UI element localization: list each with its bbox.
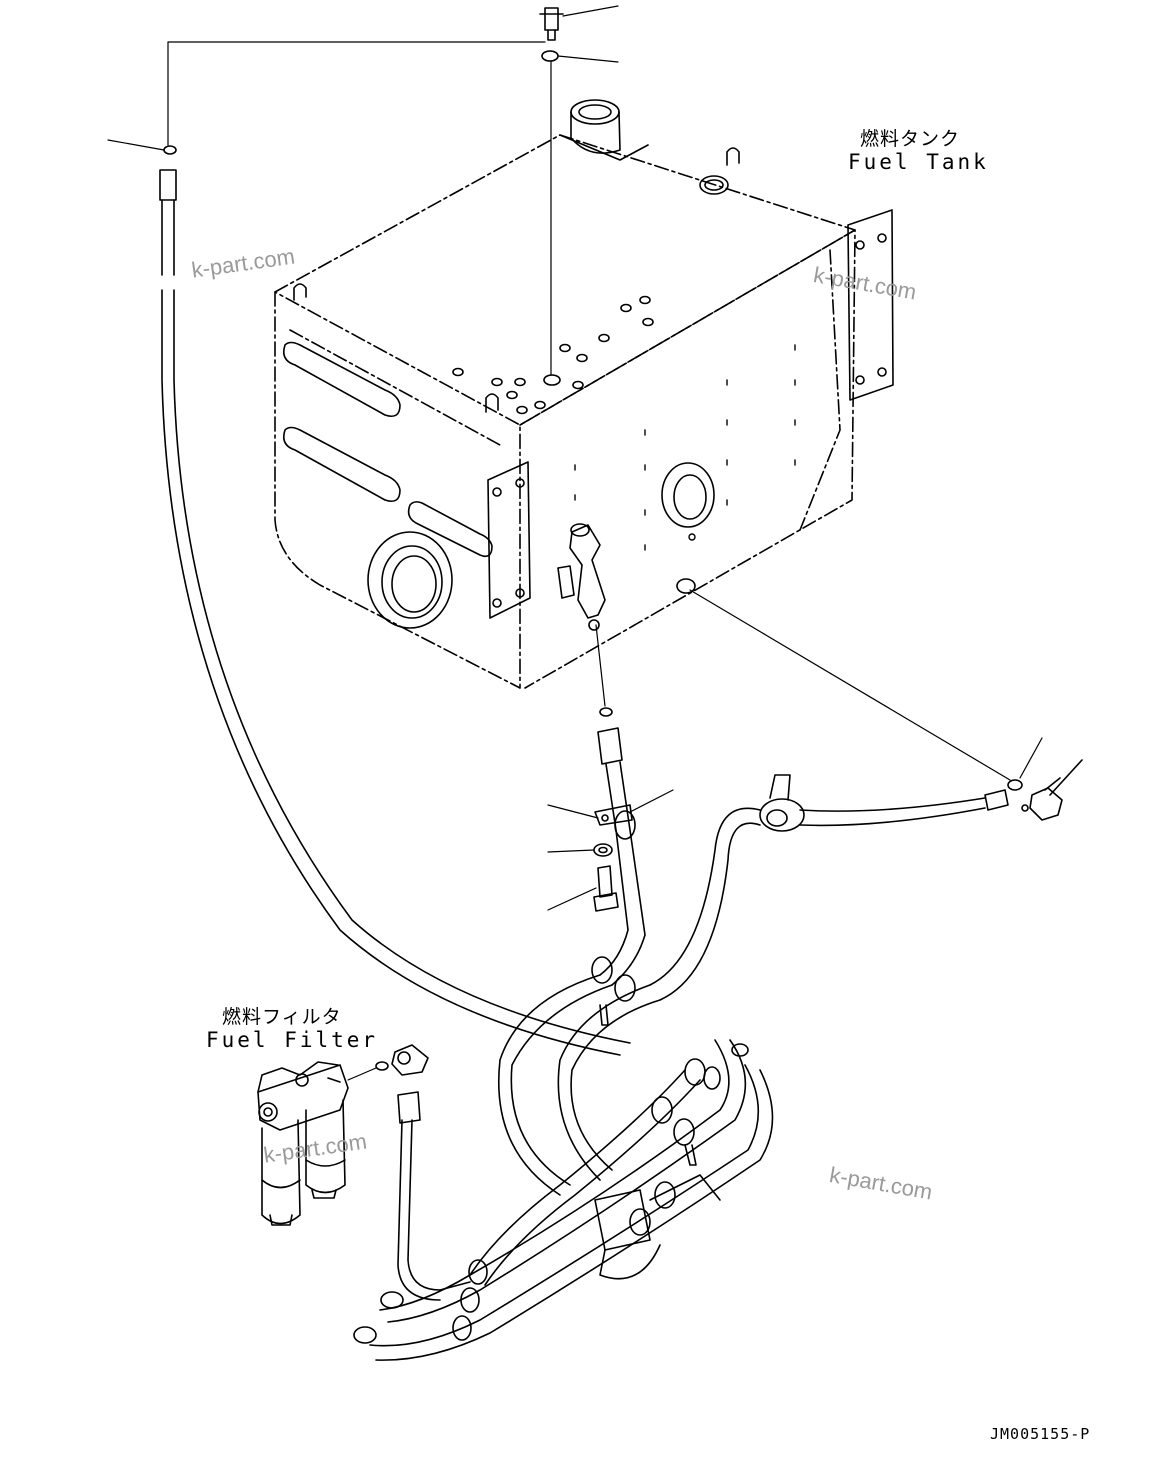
routing-line-top [167,41,546,146]
tank-left-face [274,291,521,689]
return-hose [159,169,631,1056]
tank-top-fittings [452,295,654,415]
tank-slot [282,341,401,418]
top-connector [539,5,619,41]
lifting-eye [726,147,740,166]
washer [593,843,613,857]
tank-bracket-front [487,461,531,619]
lifting-eye [293,283,307,301]
bolt [593,865,619,912]
supply-hose-right [649,774,1009,1001]
fuel-tank-label-en: Fuel Tank [848,150,989,174]
tank-inspection-cover-right [661,462,715,528]
tank-inspection-cover-left [367,531,453,629]
o-ring-right [1007,779,1023,791]
tank-bracket-right [847,209,894,401]
fuel-filter [257,1061,349,1226]
tank-cap [699,175,729,195]
tank-side-holes [574,344,796,551]
routing-line-right [689,589,1011,781]
fuel-tank-label-jp: 燃料タンク [860,128,961,150]
o-ring-top [541,50,559,62]
tank-slot [407,501,493,558]
tank-filler-neck [559,99,649,161]
tank-right-face [519,229,856,689]
elbow-fitting-right [1029,759,1083,821]
o-ring-filter [375,1061,389,1071]
drawing-code: JM005155-P [990,1425,1091,1443]
tank-drain-boss [676,578,696,594]
tank-slot [282,426,401,503]
fuel-filter-label-jp: 燃料フィルタ [222,1006,342,1028]
hose-clamp [594,804,636,840]
lifting-eye [485,393,499,413]
drain-valve [557,523,606,631]
elbow-fitting-filter [391,1044,429,1076]
o-ring-drain [599,707,613,717]
fuel-tank [274,99,894,689]
fuel-manifold [594,1189,651,1251]
o-ring-left [163,145,177,155]
fuel-filter-label-en: Fuel Filter [206,1028,379,1052]
hose-bundle [353,956,774,1361]
